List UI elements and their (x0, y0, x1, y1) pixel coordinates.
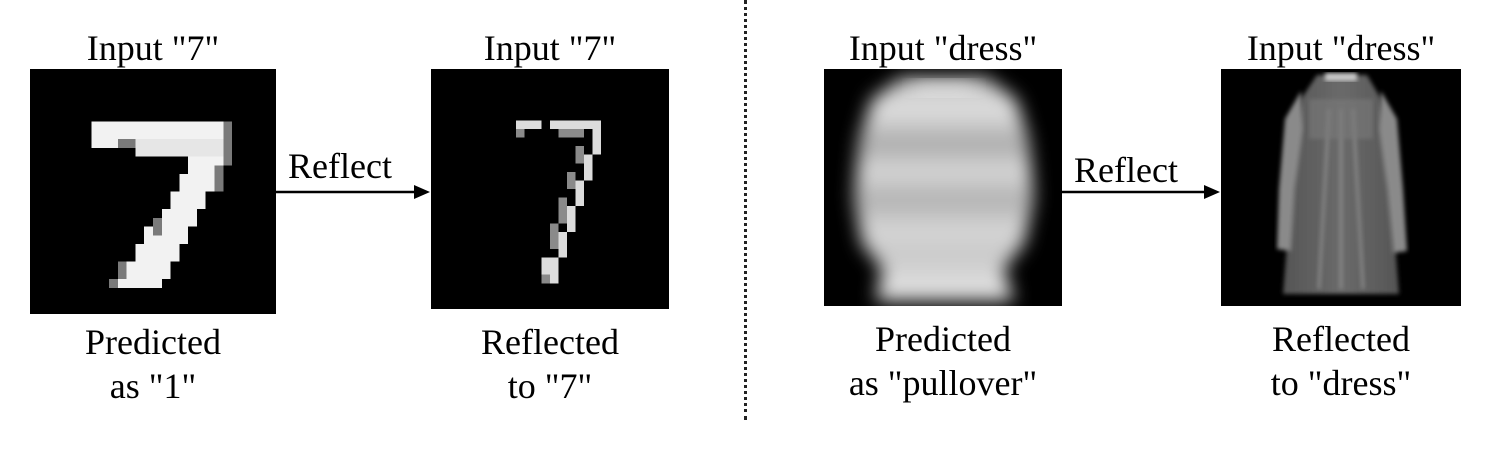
dress-blurred-input-image (824, 69, 1062, 306)
right-reflect-arrow (1062, 185, 1220, 199)
right-output-title: Input "dress" (1246, 28, 1436, 68)
right-input-title: Input "dress" (848, 28, 1038, 68)
left-input-caption-line2: as "1" (109, 366, 197, 406)
left-input-title: Input "7" (86, 28, 220, 68)
left-input-caption-line1: Predicted (85, 322, 221, 362)
right-output-caption-line2: to "dress" (1270, 363, 1412, 403)
panel-divider (744, 0, 747, 420)
left-output-title: Input "7" (483, 28, 617, 68)
digit-7-blurred-input-image (30, 69, 276, 314)
right-output-caption-line1: Reflected (1272, 319, 1410, 359)
digit-7-reflected-output-image (431, 69, 669, 309)
left-output-caption-line2: to "7" (507, 366, 593, 406)
left-reflect-arrow (276, 185, 430, 199)
right-reflect-label: Reflect (1074, 150, 1178, 190)
right-input-caption-line1: Predicted (875, 319, 1011, 359)
left-output-caption-line1: Reflected (481, 322, 619, 362)
dress-reflected-output-image (1221, 69, 1461, 306)
right-input-caption-line2: as "pullover" (848, 363, 1038, 403)
left-reflect-label: Reflect (288, 146, 392, 186)
